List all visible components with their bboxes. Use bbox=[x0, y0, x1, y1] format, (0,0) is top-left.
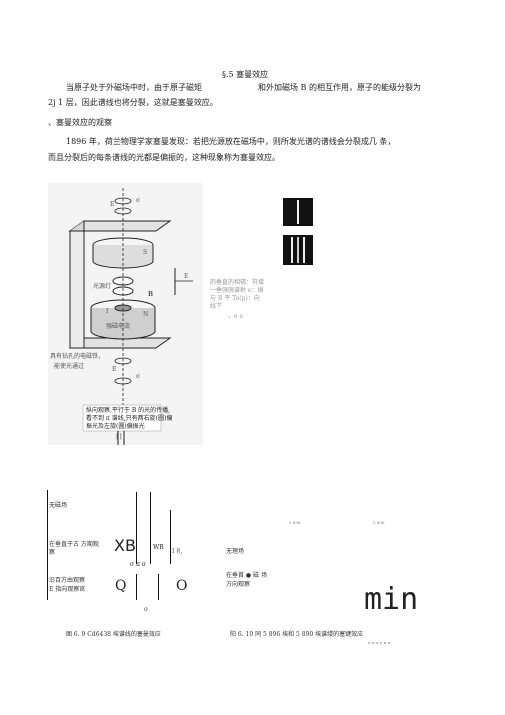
fig2-perp-obs-2: 察 bbox=[49, 549, 56, 556]
note-line2: 看不到 π 谱线,只有两右旋(圆)偏 bbox=[86, 415, 173, 422]
label-light-source: 光源灯 bbox=[93, 283, 112, 290]
fig2-xb: XB bbox=[114, 536, 136, 555]
apparatus-diagram bbox=[68, 188, 193, 445]
fig3-no-field: 无理场 bbox=[226, 548, 245, 555]
spectrum-image-top bbox=[283, 198, 313, 226]
side-line1: 的垂直的相辐：符增 bbox=[210, 279, 265, 286]
intro-line1: 当原子处于外磁场中时，由于原子磁矩 bbox=[66, 83, 202, 92]
intro-line1b: 和外加磁场 B 的相互作用，原子的能级分裂为 bbox=[258, 83, 421, 92]
fig3-min: min bbox=[364, 582, 419, 617]
fig2-ib: I 扎 bbox=[172, 548, 183, 555]
side-line2: 一垂强强谱射 e：振 bbox=[210, 287, 264, 294]
section-title: §.5 塞曼效应 bbox=[222, 70, 269, 79]
label-e2: E bbox=[184, 273, 189, 280]
fig2-left-border bbox=[47, 490, 48, 600]
label-i: I bbox=[106, 308, 109, 315]
fig2-line-b bbox=[150, 492, 151, 564]
fig3-sub-caption: σ π σ σ π σ bbox=[368, 640, 391, 645]
side-line4: 线下 bbox=[210, 303, 223, 310]
figure-apparatus: 光源灯 B 强磁电流 具有钻孔的电磁铁， 能使光通过 E E E I N S σ… bbox=[48, 183, 203, 445]
label-hole: 具有钻孔的电磁铁， bbox=[50, 353, 105, 360]
label-coil: 强磁电流 bbox=[106, 323, 131, 330]
fig3-tick2: 5 890 bbox=[373, 520, 385, 525]
label-e1: E bbox=[110, 201, 115, 208]
label-sigma1: σ bbox=[136, 197, 141, 204]
note-line3: 振光及左旋(圆)偏振光 bbox=[86, 423, 145, 430]
side-dots: ，e e bbox=[228, 313, 244, 320]
fig2-perp-obs-1: 在垂直于古 方期观 bbox=[49, 541, 99, 548]
fig2-line-e bbox=[158, 574, 159, 600]
side-line3: 与 B 平 To(p)：向 bbox=[210, 295, 260, 302]
fig2-parallel-1: 沿百方由观察 bbox=[49, 577, 86, 584]
fig3-perp-1: 在垂首 ● 磁 场 bbox=[226, 572, 267, 579]
fig2-o: O bbox=[176, 578, 188, 594]
spectrum-image-bottom bbox=[283, 235, 313, 265]
fig3-tick1: 5 896 bbox=[289, 520, 301, 525]
fig3-caption: 阳 6. 10 同 5 896 埃和 5 890 埃谱缕的塞键效应 bbox=[230, 631, 364, 638]
label-e3: E bbox=[112, 366, 117, 373]
fig3-perp-2: 方向观察 bbox=[226, 581, 251, 588]
fig2-wr: WR bbox=[153, 544, 164, 551]
label-s: S bbox=[143, 249, 148, 256]
label-b: B bbox=[148, 291, 154, 298]
para-line2: 而且分裂后的每条谱线的光都是偏振的，这种现象称为塞曼效应。 bbox=[48, 153, 280, 162]
fig2-pi-sigma: σ π σ bbox=[130, 561, 146, 568]
fig2-caption: 图 6. 9 Cd6438 埃谱线的塞曼效应 bbox=[66, 631, 161, 638]
bottom-mark: | | bbox=[116, 433, 122, 440]
fig2-no-field: 无磁场 bbox=[49, 502, 68, 509]
intro-line2: 2j 1 层，因此谱线也将分裂，这就是塞曼效应。 bbox=[48, 98, 218, 107]
fig2-line-c bbox=[170, 510, 171, 564]
label-hole2: 能使光通过 bbox=[54, 363, 85, 370]
fig2-line-a bbox=[136, 492, 137, 564]
note-line1: 纵向观察,平行于 B 的光的传播, bbox=[86, 407, 171, 414]
para-line1: 1896 年，荷兰物理学家塞曼发现：若把光源放在磁场中，则所发光谱的谱线会分裂成… bbox=[66, 137, 396, 146]
fig2-q: Q bbox=[115, 578, 127, 594]
label-n: N bbox=[143, 311, 149, 318]
fig2-line-d bbox=[136, 574, 137, 600]
label-sigma2: σ bbox=[136, 373, 141, 380]
subheading: 、塞曼效应的观察 bbox=[48, 118, 112, 127]
fig2-parallel-2: E 指向观察官 bbox=[49, 586, 86, 593]
fig2-sigma-mark: σ bbox=[144, 606, 149, 613]
